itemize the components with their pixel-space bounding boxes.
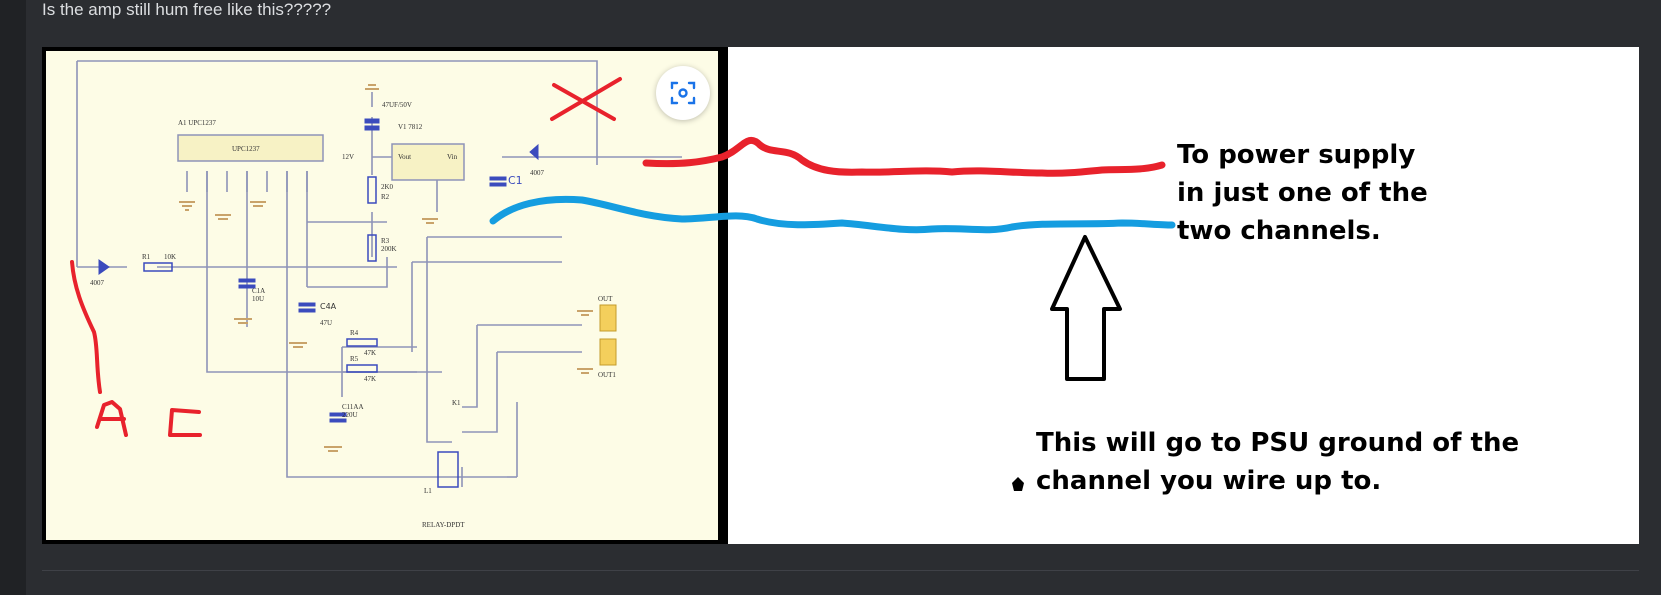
svg-text:L1: L1 — [424, 487, 432, 495]
annotated-schematic-image: A1 UPC1237 UPC1237 V1 7812 Vout Vin 47UF… — [42, 47, 1639, 544]
svg-text:R4: R4 — [350, 329, 359, 337]
schematic-wires — [76, 60, 682, 487]
svg-text:OUT1: OUT1 — [598, 371, 616, 379]
schematic-components — [98, 118, 539, 488]
ground-note: This will go to PSU ground of the channe… — [1036, 424, 1519, 500]
annotation-panel — [728, 47, 1639, 544]
svg-text:4007: 4007 — [90, 279, 105, 287]
message-divider — [42, 570, 1639, 571]
svg-text:R3: R3 — [381, 237, 390, 245]
svg-text:Vout: Vout — [398, 153, 411, 161]
regulator-body — [391, 143, 465, 181]
schematic-panel — [46, 51, 718, 540]
red-power-line — [642, 136, 1166, 177]
ground-note-line: This will go to PSU ground of the — [1036, 428, 1520, 458]
svg-text:47UF/50V: 47UF/50V — [382, 101, 412, 109]
scan-icon — [670, 81, 696, 105]
svg-text:10K: 10K — [164, 253, 176, 261]
svg-text:C1A: C1A — [252, 287, 265, 295]
svg-text:10U: 10U — [252, 295, 264, 303]
svg-text:K1: K1 — [452, 399, 461, 407]
svg-text:RELAY-DPDT: RELAY-DPDT — [422, 521, 465, 529]
schematic-text: A1 UPC1237 UPC1237 V1 7812 Vout Vin 47UF… — [90, 101, 616, 529]
ground-note-line: channel you wire up to. — [1036, 466, 1382, 496]
svg-text:47K: 47K — [364, 349, 376, 357]
svg-text:220U: 220U — [342, 411, 358, 419]
svg-text:UPC1237: UPC1237 — [232, 145, 260, 153]
svg-text:R1: R1 — [142, 253, 151, 261]
red-x-mark — [550, 77, 622, 121]
power-note-line: in just one of the — [1177, 178, 1428, 208]
blue-ground-line — [489, 195, 1176, 234]
svg-text:12V: 12V — [342, 153, 354, 161]
svg-text:OUT: OUT — [598, 295, 613, 303]
svg-text:Vin: Vin — [447, 153, 458, 161]
svg-text:A1 UPC1237: A1 UPC1237 — [178, 119, 216, 127]
svg-text:C4A: C4A — [320, 302, 337, 311]
power-note-line: two channels. — [1177, 216, 1381, 246]
connector-out1 — [599, 338, 617, 366]
power-note-line: To power supply — [1177, 140, 1416, 170]
ground-symbols — [179, 84, 593, 452]
svg-text:47U: 47U — [320, 319, 332, 327]
svg-text:R5: R5 — [350, 355, 359, 363]
up-arrow — [1050, 235, 1122, 381]
question-text: Is the amp still hum free like this????? — [42, 0, 332, 19]
ac-handwritten-label — [95, 400, 202, 437]
svg-text:C11AA: C11AA — [342, 403, 364, 411]
image-attachment[interactable]: A1 UPC1237 UPC1237 V1 7812 Vout Vin 47UF… — [42, 47, 1639, 544]
svg-text:4007: 4007 — [530, 169, 545, 177]
svg-text:C1: C1 — [508, 174, 523, 187]
ic-body — [177, 134, 324, 162]
red-ac-wire — [70, 260, 102, 394]
svg-text:2K0: 2K0 — [381, 183, 394, 191]
image-scan-button[interactable] — [656, 66, 710, 120]
svg-text:200K: 200K — [381, 245, 397, 253]
svg-text:R2: R2 — [381, 193, 390, 201]
svg-text:V1 7812: V1 7812 — [398, 123, 423, 131]
power-supply-note: To power supply in just one of the two c… — [1177, 136, 1428, 250]
svg-text:47K: 47K — [364, 375, 376, 383]
connector-out — [599, 304, 617, 332]
cursor-mark — [1012, 477, 1024, 491]
